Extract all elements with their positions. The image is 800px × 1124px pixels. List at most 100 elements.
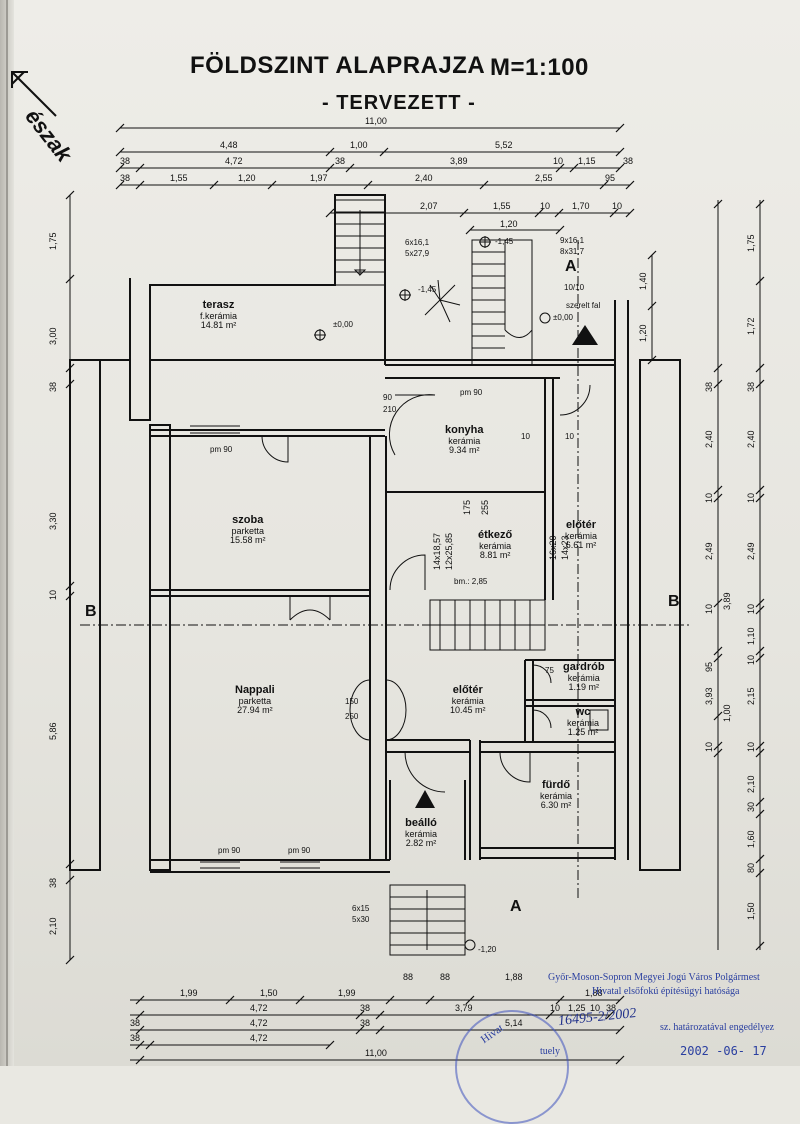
dim-top-r2-1: 4,48	[220, 140, 238, 150]
door-150-nappali: 150	[345, 697, 359, 706]
dim-right-11: 10	[746, 741, 756, 752]
section-a-top: A	[565, 258, 577, 275]
section-a-bottom: A	[510, 898, 522, 915]
dim-175: 175	[462, 499, 472, 515]
dim-top-r4-5: 2,40	[415, 173, 433, 183]
dim-bot-r2-1: 4,72	[250, 1003, 268, 1013]
dim-top-r3-4: 3,89	[450, 156, 468, 166]
dim-bot-r4-1: 38	[130, 1033, 141, 1043]
dim-mid-10: 10	[704, 741, 714, 752]
dim-right-9: 10	[746, 654, 756, 665]
floor-plan	[65, 123, 765, 1065]
dim-left-5: 10	[48, 589, 58, 600]
stair-spec-3: 6x15	[352, 904, 370, 913]
dim-mid-4: 2,49	[704, 542, 714, 560]
official-stamp	[455, 1010, 569, 1124]
room-wc: wc kerámia 1.25 m²	[567, 706, 599, 737]
room-material: kerámia	[567, 672, 600, 683]
stair-spec-2: 9x16,1	[560, 236, 585, 245]
dim-ticks-bottom	[135, 995, 625, 1065]
dim-mid-5: 3,89	[722, 592, 732, 610]
room-area: 15.58 m²	[230, 534, 266, 545]
room-name: gardrób	[563, 661, 605, 673]
drawing-subtitle: - TERVEZETT -	[322, 92, 476, 114]
bm-height: bm.: 2,85	[454, 577, 488, 586]
dim-inner-2: 1,20	[638, 324, 648, 342]
dim-bot-r1-6: 1,88	[505, 972, 523, 982]
dim-top-r3-3: 38	[335, 156, 346, 166]
stair-spec-3b: 5x30	[352, 915, 370, 924]
room-material: kerámia	[479, 540, 512, 551]
room-name: előtér	[566, 519, 596, 531]
room-gardrob: gardrób kerámia 1.19 m²	[563, 661, 605, 692]
dim-mid-6: 10	[704, 603, 714, 614]
room-area: 27.94 m²	[237, 704, 273, 715]
room-area: 1.25 m²	[567, 726, 599, 737]
entry-arrow-icon	[415, 790, 435, 808]
room-area: 9.34 m²	[449, 444, 480, 455]
room-furdo: fürdő kerámia 6.30 m²	[540, 779, 573, 810]
dim-right-15: 80	[746, 862, 756, 873]
side-entry-arrow-icon	[572, 325, 598, 345]
dim-right-14: 1,60	[746, 830, 756, 848]
room-area: 6.61 m²	[565, 539, 597, 550]
page-edge	[6, 0, 8, 1066]
dim-bot-total: 11,00	[365, 1048, 387, 1058]
window-pm90-nappali-1: pm 90	[218, 846, 241, 855]
room-eloter-1: előtér kerámia 6.61 m²	[565, 519, 597, 550]
dim-top-r5-5: 10	[612, 201, 623, 211]
level-minus-120: -1,20	[478, 945, 497, 954]
dim-right-3: 38	[746, 381, 756, 392]
dim-top-r5-4: 1,70	[572, 201, 590, 211]
kitchen-10b: 10	[565, 432, 574, 441]
dim-right-16: 1,50	[746, 902, 756, 920]
room-material: parketta	[238, 695, 272, 706]
room-name: Nappali	[235, 684, 275, 696]
dim-bot-r2-4: 10	[550, 1003, 561, 1013]
kitchen-10a: 10	[521, 432, 530, 441]
dim-top-r3-5: 10	[553, 156, 564, 166]
dim-bot-r1-5: 88	[440, 972, 451, 982]
dim-right-12: 2,10	[746, 775, 756, 793]
room-name: konyha	[445, 424, 484, 436]
room-material: kerámia	[448, 435, 481, 446]
room-name: szoba	[232, 514, 264, 526]
room-material: kerámia	[540, 790, 573, 801]
dim-bot-r2-7: 38	[606, 1003, 617, 1013]
room-nappali: Nappali parketta 27.94 m²	[235, 684, 275, 715]
dim-right-8: 1,10	[746, 627, 756, 645]
room-etkezo: étkező kerámia 8.81 m²	[478, 529, 512, 560]
dim-top-total: 11,00	[365, 116, 387, 126]
dim-ticks-right	[647, 199, 765, 951]
stair-spec-2b: 8x31,7	[560, 247, 585, 256]
dim-mid-3: 10	[704, 492, 714, 503]
dim-mid-2: 2,40	[704, 430, 714, 448]
stair-hall-spec-b: 14x23	[560, 535, 570, 560]
stamp-line-3: sz. határozatával engedélyez	[660, 1022, 775, 1033]
dim-top-r3-6: 1,15	[578, 156, 596, 166]
approval-date: 2002 -06- 17	[680, 1044, 767, 1058]
room-name: terasz	[202, 299, 235, 311]
dim-right-2: 1,72	[746, 317, 756, 335]
room-material: f.kerámia	[200, 310, 238, 321]
dim-top-r4-2: 1,55	[170, 173, 188, 183]
dim-bot-r1-4: 88	[403, 972, 414, 982]
dim-mid-1: 38	[704, 381, 714, 392]
dim-bot-r3-3: 38	[360, 1018, 371, 1028]
basement-stairs	[471, 239, 533, 366]
door-250-nappali: 250	[345, 712, 359, 721]
room-name: wc	[575, 706, 591, 718]
dim-left-2: 3,00	[48, 327, 58, 345]
stamp-line-4: tuely	[540, 1046, 560, 1057]
dim-top-r4-7: 95	[605, 173, 616, 183]
dim-top-r6-1: 1,20	[500, 219, 518, 229]
dim-left-7: 38	[48, 877, 58, 888]
dim-left-6: 5,86	[48, 722, 58, 740]
dim-bot-r2-5: 1,25	[568, 1003, 586, 1013]
room-name: előtér	[452, 684, 483, 696]
dim-top-r2-3: 5,52	[495, 140, 513, 150]
dim-top-r2-2: 1,00	[350, 140, 368, 150]
dim-right-1: 1,75	[746, 234, 756, 252]
dim-mid-7: 95	[704, 661, 714, 672]
level-minus-145b: -1,45	[495, 237, 514, 246]
